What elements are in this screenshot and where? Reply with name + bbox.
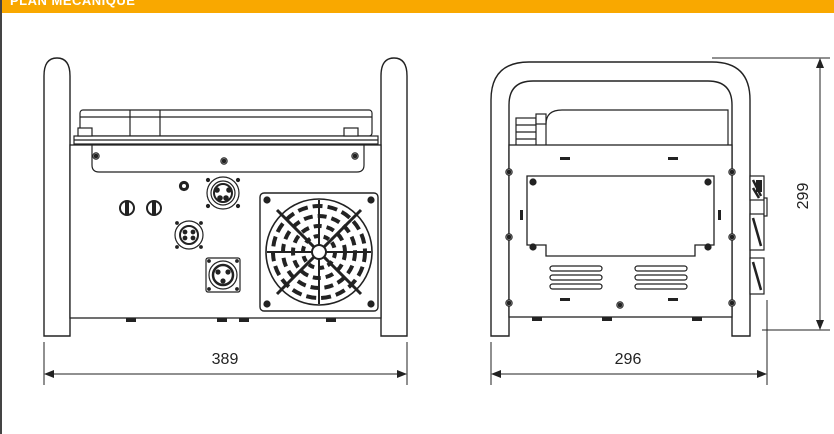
side-depth-dimension: 296 bbox=[490, 300, 768, 385]
left-handle bbox=[43, 57, 71, 337]
xlr-connector-top bbox=[205, 176, 241, 210]
xlr-connector-bottom bbox=[205, 257, 241, 293]
section-header-bar: PLAN MÉCANIQUE bbox=[2, 0, 834, 13]
right-handle bbox=[380, 57, 408, 337]
fuse-holders bbox=[119, 200, 162, 216]
side-handle bbox=[490, 61, 751, 337]
connector-middle bbox=[174, 220, 204, 250]
cooling-fan bbox=[259, 192, 379, 312]
front-width-label: 389 bbox=[212, 351, 239, 368]
side-height-dimension: 299 bbox=[712, 57, 830, 331]
side-depth-label: 296 bbox=[615, 351, 642, 368]
vent-slots bbox=[549, 265, 688, 290]
side-height-label: 299 bbox=[795, 183, 812, 210]
front-width-dimension: 389 bbox=[43, 342, 408, 385]
section-title: PLAN MÉCANIQUE bbox=[10, 0, 136, 8]
front-view bbox=[43, 57, 408, 337]
top-lid bbox=[79, 109, 373, 137]
side-panel bbox=[526, 175, 715, 257]
side-connectors bbox=[749, 175, 768, 295]
side-view bbox=[490, 61, 768, 337]
